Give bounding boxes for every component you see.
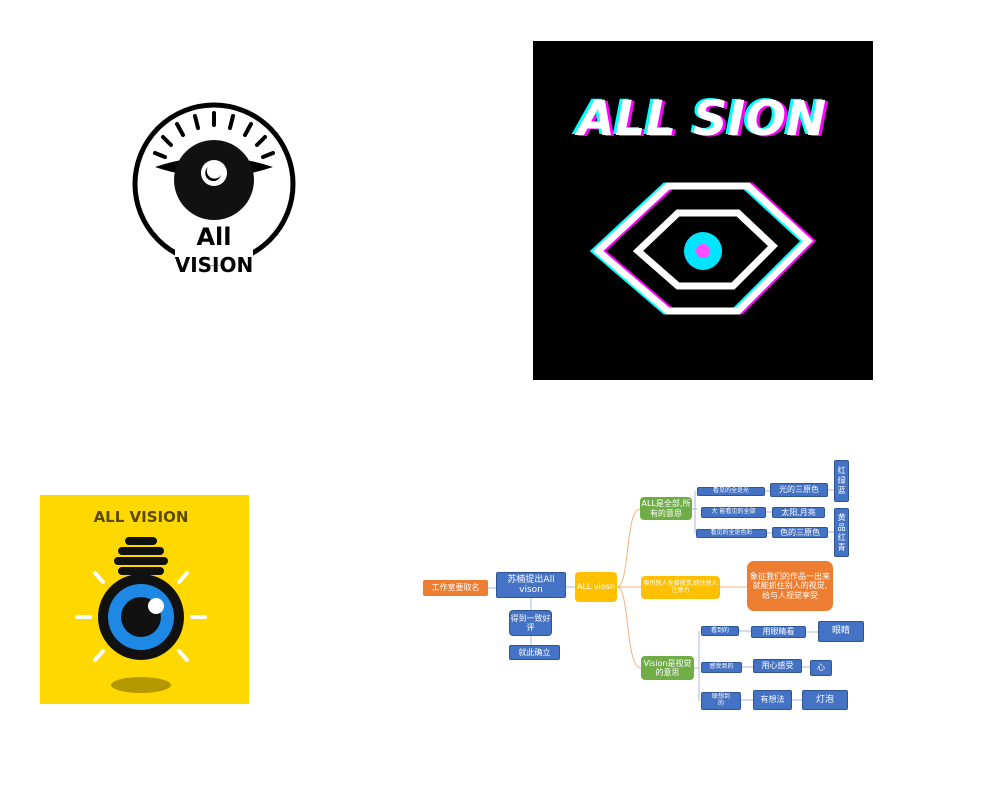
svg-text:ALL VISION: ALL VISION <box>94 508 189 526</box>
all-vision-eye-logo: All VISION <box>132 102 296 277</box>
node-vision-end: 心 <box>810 660 832 676</box>
node-vision-child: 感受到的 <box>701 662 742 673</box>
svg-text:ALL SION: ALL SION <box>571 90 823 146</box>
svg-text:All: All <box>196 223 231 251</box>
node-root: 工作室要取名 <box>423 580 488 596</box>
node-all-next: 太阳,月亮 <box>772 507 825 518</box>
node-vision-next: 用眼睛看 <box>751 626 806 638</box>
node-all-next: 色的三原色 <box>772 527 828 538</box>
node-vision-end: 眼睛 <box>818 621 864 642</box>
node-vision-next: 用心感受 <box>753 659 802 673</box>
node-all-child: 看见的全是色彩 <box>696 529 767 538</box>
node-rgb: 红绿蓝 <box>834 460 849 502</box>
all-sion-glitch-logo: ALL SION ALL SION ALL SION <box>533 41 873 380</box>
svg-text:ALL SION: ALL SION <box>574 91 826 147</box>
node-branch-vision: Vision是视觉的意思 <box>641 656 694 680</box>
node-branch-all: ALL是全部,所有的意思 <box>640 497 692 520</box>
node-approval: 得到一致好评 <box>509 610 552 636</box>
node-center: ALL viosn <box>575 572 617 602</box>
all-vision-bulb-logo: ALL VISION <box>40 495 249 704</box>
node-proposal: 苏楠提出All vison <box>496 572 566 598</box>
node-vision-child: 联想到的 <box>701 692 741 710</box>
node-branch-attract: 吸引别人全部视觉,抓住别人注意力 <box>641 576 720 599</box>
node-symbol: 象征我们的作品一出来就能抓住别人的视觉,给与人视觉享受 <box>747 561 833 611</box>
node-all-next: 光的三原色 <box>770 483 828 497</box>
svg-text:VISION: VISION <box>175 253 254 277</box>
node-vision-next: 有想法 <box>753 690 792 710</box>
svg-text:ALL SION: ALL SION <box>577 92 829 148</box>
node-vision-end: 灯泡 <box>802 690 848 710</box>
node-all-child: 看见的全是光 <box>697 487 765 496</box>
node-cmy: 黄品红青 <box>834 508 849 557</box>
node-vision-child: 看到的 <box>701 626 739 636</box>
node-all-child: 大 能看见的全部 <box>701 507 766 518</box>
node-established: 就此确立 <box>509 645 560 660</box>
